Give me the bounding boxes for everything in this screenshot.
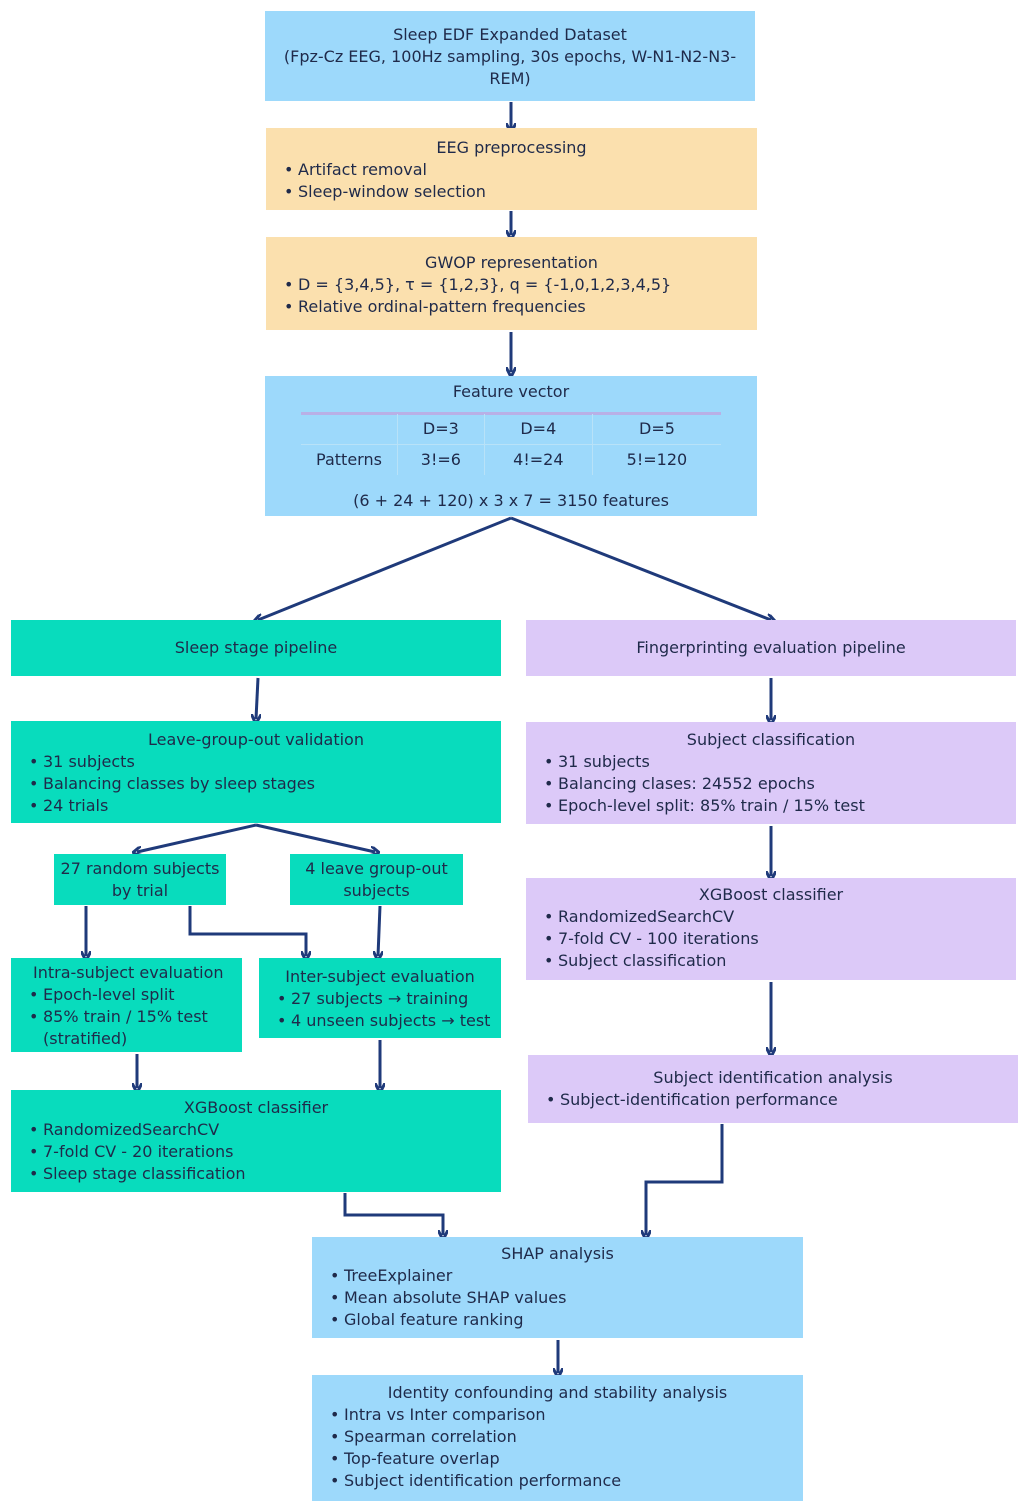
table-top-rule xyxy=(301,412,721,415)
list-item: 7-fold CV - 100 iterations xyxy=(544,928,1016,950)
list-item: Subject-identification performance xyxy=(546,1089,1018,1111)
gwop-box: GWOP representation D = {3,4,5}, τ = {1,… xyxy=(266,237,757,330)
list-item: Artifact removal xyxy=(284,159,757,181)
table-cell: 3!=6 xyxy=(397,444,485,475)
table-row-label: Patterns xyxy=(301,444,398,475)
list-item: Balancing classes by sleep stages xyxy=(29,773,501,795)
list-item: 31 subjects xyxy=(544,751,1016,773)
table-cell: 4!=24 xyxy=(484,444,593,475)
list-item: RandomizedSearchCV xyxy=(29,1119,501,1141)
leave-out-subjects-label-cont: subjects xyxy=(343,881,410,900)
preprocessing-box: EEG preprocessing Artifact removal Sleep… xyxy=(266,128,757,210)
dataset-specs: (Fpz-Cz EEG, 100Hz sampling, 30s epochs,… xyxy=(283,47,737,66)
arrow-leave4-to-inter xyxy=(378,905,380,956)
xgboost-subject-title: XGBoost classifier xyxy=(698,885,844,904)
list-item: Mean absolute SHAP values xyxy=(330,1287,803,1309)
identity-analysis-title: Identity confounding and stability analy… xyxy=(387,1383,728,1402)
list-item: Balancing clases: 24552 epochs xyxy=(544,773,1016,795)
preprocessing-title: EEG preprocessing xyxy=(436,138,587,157)
list-item: Epoch-level split xyxy=(29,984,242,1006)
list-item: Relative ordinal-pattern frequencies xyxy=(284,296,757,318)
dataset-specs-cont: REM) xyxy=(489,69,531,88)
dataset-box: Sleep EDF Expanded Dataset (Fpz-Cz EEG, … xyxy=(265,11,755,101)
gwop-title: GWOP representation xyxy=(425,253,598,272)
arrow-sleep-to-lgo xyxy=(256,677,258,719)
list-item: 7-fold CV - 20 iterations xyxy=(29,1141,501,1163)
patterns-table: D=3 D=4 D=5 Patterns 3!=6 4!=24 5!=120 xyxy=(301,414,721,475)
arrow-xgb-to-shap xyxy=(343,1193,443,1235)
list-item: Sleep-window selection xyxy=(284,181,757,203)
subject-classification-box: Subject classification 31 subjects Balan… xyxy=(526,722,1016,824)
list-item: 31 subjects xyxy=(29,751,501,773)
leave-out-subjects-box: 4 leave group-out subjects xyxy=(290,854,463,905)
list-item: TreeExplainer xyxy=(330,1265,803,1287)
arrow-feature-to-sleep xyxy=(258,516,512,620)
list-item: Subject classification xyxy=(544,950,1016,972)
arrow-lgo-to-leave4 xyxy=(255,823,375,852)
list-item: Intra vs Inter comparison xyxy=(330,1404,803,1426)
dataset-title: Sleep EDF Expanded Dataset xyxy=(393,25,627,44)
arrow-random27-to-inter xyxy=(188,906,306,956)
leave-group-out-title: Leave-group-out validation xyxy=(148,730,364,749)
fingerprinting-pipeline-box: Fingerprinting evaluation pipeline xyxy=(526,620,1016,676)
random-subjects-box: 27 random subjects by trial xyxy=(54,854,226,905)
identity-analysis-box: Identity confounding and stability analy… xyxy=(312,1375,803,1501)
feature-vector-box: Feature vector D=3 D=4 D=5 Patterns 3!=6… xyxy=(265,376,757,516)
leave-out-subjects-label: 4 leave group-out xyxy=(305,859,448,878)
subject-identification-title: Subject identification analysis xyxy=(653,1068,893,1087)
list-item: 27 subjects → training xyxy=(277,988,501,1010)
sleep-stage-pipeline-title: Sleep stage pipeline xyxy=(174,638,338,657)
subject-classification-title: Subject classification xyxy=(686,730,856,749)
list-item: RandomizedSearchCV xyxy=(544,906,1016,928)
table-cell: 5!=120 xyxy=(626,450,688,469)
feature-vector-title: Feature vector xyxy=(452,382,570,401)
list-item: 4 unseen subjects → test xyxy=(277,1010,501,1032)
arrow-feature-to-finger xyxy=(510,516,771,620)
xgboost-subject-box: XGBoost classifier RandomizedSearchCV 7-… xyxy=(526,878,1016,980)
xgboost-sleep-title: XGBoost classifier xyxy=(183,1098,329,1117)
intra-subject-note: (stratified) xyxy=(43,1029,128,1048)
gwop-parameters: D = {3,4,5}, τ = {1,2,3}, q = {-1,0,1,2,… xyxy=(284,274,757,296)
list-item: Sleep stage classification xyxy=(29,1163,501,1185)
list-item: Top-feature overlap xyxy=(330,1448,803,1470)
leave-group-out-box: Leave-group-out validation 31 subjects B… xyxy=(11,721,501,823)
intra-subject-box: Intra-subject evaluation Epoch-level spl… xyxy=(11,958,242,1052)
xgboost-sleep-box: XGBoost classifier RandomizedSearchCV 7-… xyxy=(11,1090,501,1192)
subject-identification-box: Subject identification analysis Subject-… xyxy=(528,1055,1018,1123)
list-item: 24 trials xyxy=(29,795,501,817)
list-item: Global feature ranking xyxy=(330,1309,803,1331)
random-subjects-label: 27 random subjects xyxy=(60,859,220,878)
list-item: 85% train / 15% test xyxy=(29,1006,242,1028)
sleep-stage-pipeline-box: Sleep stage pipeline xyxy=(11,620,501,676)
list-item: Epoch-level split: 85% train / 15% test xyxy=(544,795,1016,817)
table-header-cell: D=4 xyxy=(484,414,593,445)
table-header-cell: D=3 xyxy=(397,414,485,445)
arrow-subjid-to-shap xyxy=(646,1124,724,1235)
fingerprinting-pipeline-title: Fingerprinting evaluation pipeline xyxy=(636,638,906,657)
feature-total: (6 + 24 + 120) x 3 x 7 = 3150 features xyxy=(353,491,669,510)
inter-subject-box: Inter-subject evaluation 27 subjects → t… xyxy=(259,958,501,1038)
table-header-cell: D=5 xyxy=(592,414,721,445)
list-item: Spearman correlation xyxy=(330,1426,803,1448)
intra-subject-title: Intra-subject evaluation xyxy=(33,963,224,982)
list-item: Subject identification performance xyxy=(330,1470,803,1492)
inter-subject-title: Inter-subject evaluation xyxy=(285,967,475,986)
random-subjects-label-cont: by trial xyxy=(111,881,169,900)
shap-analysis-box: SHAP analysis TreeExplainer Mean absolut… xyxy=(312,1237,803,1338)
shap-analysis-title: SHAP analysis xyxy=(501,1244,614,1263)
arrow-lgo-to-random27 xyxy=(137,823,257,852)
table-header-cell xyxy=(301,414,398,445)
